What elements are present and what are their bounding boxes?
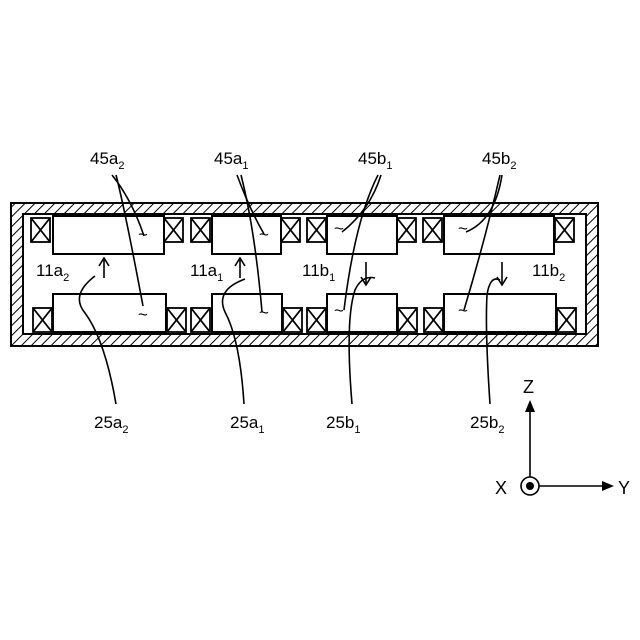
terminal-box (307, 308, 326, 332)
terminal-box (191, 308, 210, 332)
label-25a2: 25a2 (94, 413, 129, 436)
block-45a1 (212, 216, 281, 254)
terminal-box (423, 218, 442, 242)
terminal-box (164, 218, 183, 242)
label-45a2: 45a2 (90, 149, 125, 172)
tilde: ~ (334, 219, 344, 238)
terminal-box (307, 218, 326, 242)
tilde: ~ (138, 305, 148, 324)
coordinate-axes: Z X Y (495, 377, 630, 498)
label-25b2: 25b2 (470, 413, 505, 436)
label-25a1: 25a1 (230, 413, 265, 436)
terminal-box (191, 218, 210, 242)
label-25b1: 25b1 (326, 413, 361, 436)
terminal-box (283, 308, 302, 332)
terminal-box (424, 308, 443, 332)
axis-x-label: X (495, 478, 507, 498)
label-45b1: 45b1 (358, 149, 393, 172)
label-45b2: 45b2 (482, 149, 517, 172)
terminal-box (31, 218, 50, 242)
terminal-box (557, 308, 576, 332)
terminal-box (167, 308, 186, 332)
terminal-box (281, 218, 300, 242)
block-25a2 (53, 294, 166, 332)
terminal-box (33, 308, 52, 332)
axis-y-label: Y (618, 478, 630, 498)
terminal-box (398, 308, 417, 332)
tilde: ~ (334, 301, 344, 320)
upper-labels: 45a2 45a1 45b1 45b2 (90, 149, 517, 172)
terminal-box (555, 218, 574, 242)
tilde: ~ (458, 219, 468, 238)
tilde: ~ (259, 303, 269, 322)
axis-z-label: Z (523, 377, 534, 397)
label-45a1: 45a1 (214, 149, 249, 172)
lower-labels: 25a2 25a1 25b1 25b2 (94, 413, 505, 436)
terminal-box (397, 218, 416, 242)
